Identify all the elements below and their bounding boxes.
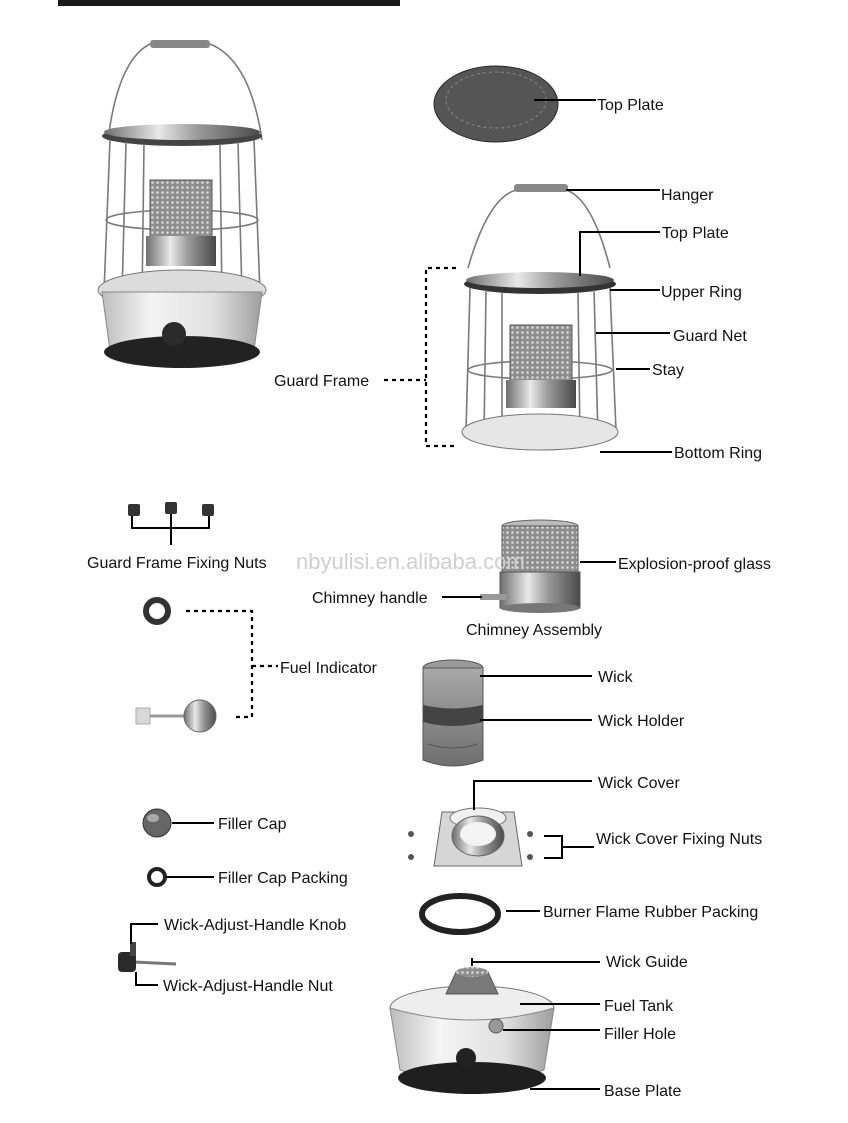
guard-frame-illustration (461, 184, 619, 451)
filler-cap-illustration (142, 808, 172, 887)
label-stay: Stay (652, 362, 684, 379)
label-wick-adjust-handle-nut: Wick-Adjust-Handle Nut (163, 978, 333, 995)
label-wick-guide: Wick Guide (606, 954, 688, 971)
fuel-tank-illustration (389, 967, 555, 1094)
label-fuel-tank: Fuel Tank (604, 998, 674, 1015)
watermark: nbyulisi.en.alibaba.com (296, 549, 525, 574)
assembled-heater-illustration (97, 40, 267, 368)
label-guard-net: Guard Net (673, 328, 747, 345)
label-filler-cap: Filler Cap (218, 816, 287, 833)
chimney-assembly-illustration (480, 519, 581, 613)
label-wick-cover-fixing-nuts: Wick Cover Fixing Nuts (596, 831, 762, 848)
label-filler-hole: Filler Hole (604, 1026, 676, 1043)
label-fuel-indicator: Fuel Indicator (280, 660, 378, 677)
label-top-plate: Top Plate (597, 97, 664, 114)
label-explosion-proof-glass: Explosion-proof glass (618, 556, 771, 573)
label-wick-adjust-handle-knob: Wick-Adjust-Handle Knob (164, 917, 346, 934)
label-base-plate: Base Plate (604, 1083, 681, 1100)
part-labels: Top Plate Hanger Top Plate Upper Ring Gu… (87, 97, 771, 1100)
leader-lines (130, 99, 672, 1090)
label-hanger: Hanger (661, 187, 714, 204)
label-top-plate-frame: Top Plate (662, 225, 729, 242)
label-chimney-assembly: Chimney Assembly (466, 622, 602, 639)
label-wick-holder: Wick Holder (598, 713, 685, 730)
label-wick: Wick (598, 669, 634, 686)
wick-cover-illustration (408, 807, 533, 867)
label-guard-frame-fixing-nuts: Guard Frame Fixing Nuts (87, 555, 267, 572)
burner-flame-rubber-packing-illustration (419, 893, 501, 935)
guard-frame-fixing-nuts-illustration (128, 502, 214, 516)
label-wick-cover: Wick Cover (598, 775, 680, 792)
label-upper-ring: Upper Ring (661, 284, 742, 301)
label-chimney-handle: Chimney handle (312, 590, 428, 607)
fuel-indicator-illustration (135, 597, 217, 733)
label-burner-flame-rubber-packing: Burner Flame Rubber Packing (543, 904, 758, 921)
label-bottom-ring: Bottom Ring (674, 445, 762, 462)
top-plate-disc (433, 65, 559, 143)
header-bar (58, 0, 400, 6)
label-filler-cap-packing: Filler Cap Packing (218, 870, 348, 887)
wick-illustration (422, 659, 484, 767)
wick-adjust-handle-illustration (118, 942, 177, 972)
label-guard-frame: Guard Frame (274, 373, 369, 390)
